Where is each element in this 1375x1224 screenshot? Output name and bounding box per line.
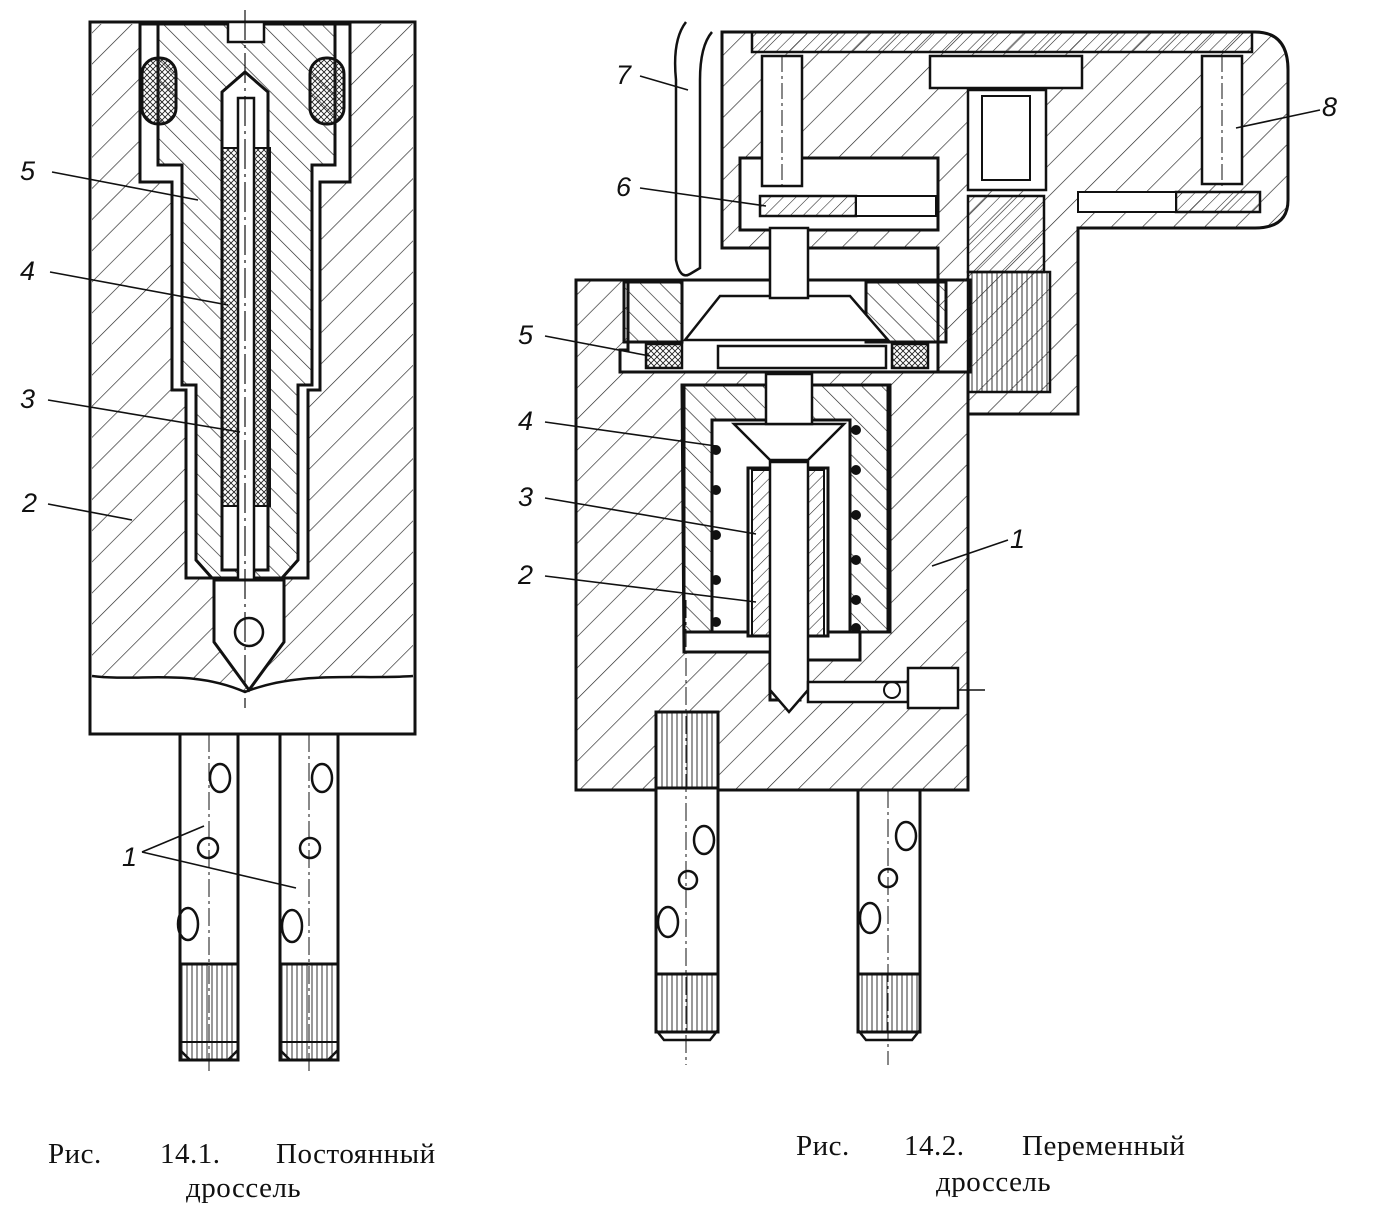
bridge-6-right <box>855 195 937 217</box>
label-2-fig1: 2 <box>21 488 37 518</box>
caption-title: Переменный <box>1022 1130 1186 1162</box>
knob-hatch <box>966 194 1046 274</box>
label-6-fig2: 6 <box>616 172 632 202</box>
spring-right <box>851 425 861 633</box>
caption-number: 14.1. <box>160 1138 221 1170</box>
label-3-fig2: 3 <box>518 482 533 512</box>
top-cap <box>226 20 266 44</box>
caption-prefix: Рис. <box>796 1130 850 1162</box>
label-5-fig2: 5 <box>518 320 534 350</box>
stem-guide <box>764 372 814 426</box>
figure-14-2 <box>544 21 1321 1065</box>
caption-prefix: Рис. <box>48 1138 102 1170</box>
side-channel <box>806 680 910 704</box>
needle-stem <box>768 460 810 714</box>
seal-right <box>890 342 930 370</box>
center-screw-inner <box>981 95 1031 181</box>
top-plate <box>750 30 1254 54</box>
tip-hole <box>233 616 265 648</box>
figure-14-1 <box>47 10 417 1075</box>
plate-8-right <box>1174 190 1262 214</box>
valve-plate <box>716 344 888 370</box>
caption-title: Постоянный <box>276 1138 436 1170</box>
leader-lines-fig2 <box>544 75 1321 603</box>
label-1-fig1: 1 <box>122 842 137 872</box>
terminal-left-fig2 <box>654 600 720 1065</box>
spring-left <box>711 445 721 627</box>
plate-8 <box>1077 191 1177 213</box>
caption-number: 14.2. <box>904 1130 965 1162</box>
cable-7 <box>673 21 713 277</box>
rod <box>236 96 256 600</box>
filter-packing-left <box>221 147 239 507</box>
label-8-fig2: 8 <box>1322 92 1337 122</box>
caption-title-line2: дроссель <box>936 1166 1052 1198</box>
label-2-fig2: 2 <box>517 560 533 590</box>
caption-fig-14-2: Рис. 14.2. Переменный дроссель <box>796 1130 1276 1204</box>
channel-plug-hole <box>883 681 901 699</box>
o-ring-left <box>140 56 178 126</box>
bridge-6 <box>758 194 858 218</box>
label-3-fig1: 3 <box>20 384 35 414</box>
caption-fig-14-1: Рис. 14.1. Постоянный дроссель <box>48 1138 528 1212</box>
caption-title-line2: дроссель <box>186 1172 302 1204</box>
terminal-right <box>278 732 340 1075</box>
terminal-right-fig2 <box>856 788 922 1065</box>
diaphragm <box>682 294 891 342</box>
center-screw-head <box>928 54 1084 90</box>
channel-plug <box>906 666 960 710</box>
leader-lines-fig1 <box>47 171 297 889</box>
filter-packing-right <box>253 147 271 507</box>
label-1-fig2: 1 <box>1010 524 1025 554</box>
o-ring-right <box>308 56 346 126</box>
label-5-fig1: 5 <box>20 156 36 186</box>
seal-left <box>644 342 684 370</box>
stem <box>768 226 810 300</box>
label-4-fig2: 4 <box>518 406 533 436</box>
terminal-left <box>176 732 240 1075</box>
knurled-knob <box>966 270 1052 394</box>
label-4-fig1: 4 <box>20 256 35 286</box>
ring-left <box>622 280 684 344</box>
label-7-fig2: 7 <box>616 60 632 90</box>
